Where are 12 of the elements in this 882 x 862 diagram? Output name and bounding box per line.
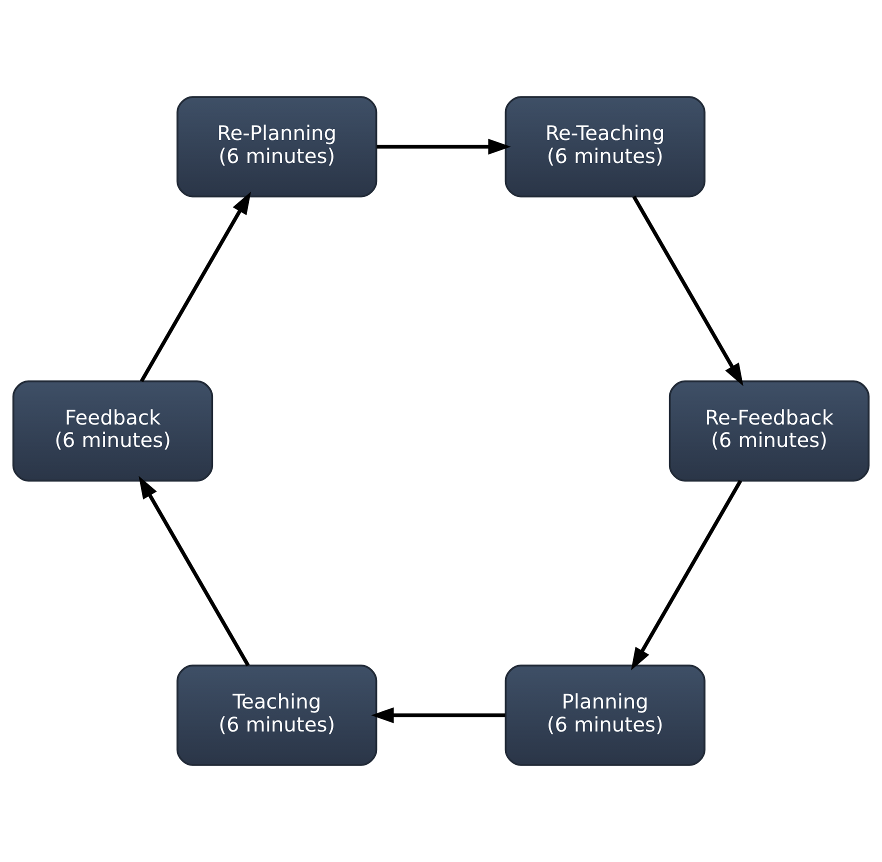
arrow <box>376 138 511 155</box>
node-box: Planning (6 minutes) <box>504 664 706 766</box>
node-box: Feedback (6 minutes) <box>12 380 214 482</box>
arrow <box>371 707 506 724</box>
arrow <box>140 192 251 382</box>
node-box: Re-Planning (6 minutes) <box>176 96 378 198</box>
node-box: Re-Teaching (6 minutes) <box>504 96 706 198</box>
arrow <box>632 196 744 386</box>
arrow <box>138 476 250 666</box>
node-box: Re-Feedback (6 minutes) <box>668 380 870 482</box>
node-box: Teaching (6 minutes) <box>176 664 378 766</box>
arrow <box>631 480 742 670</box>
